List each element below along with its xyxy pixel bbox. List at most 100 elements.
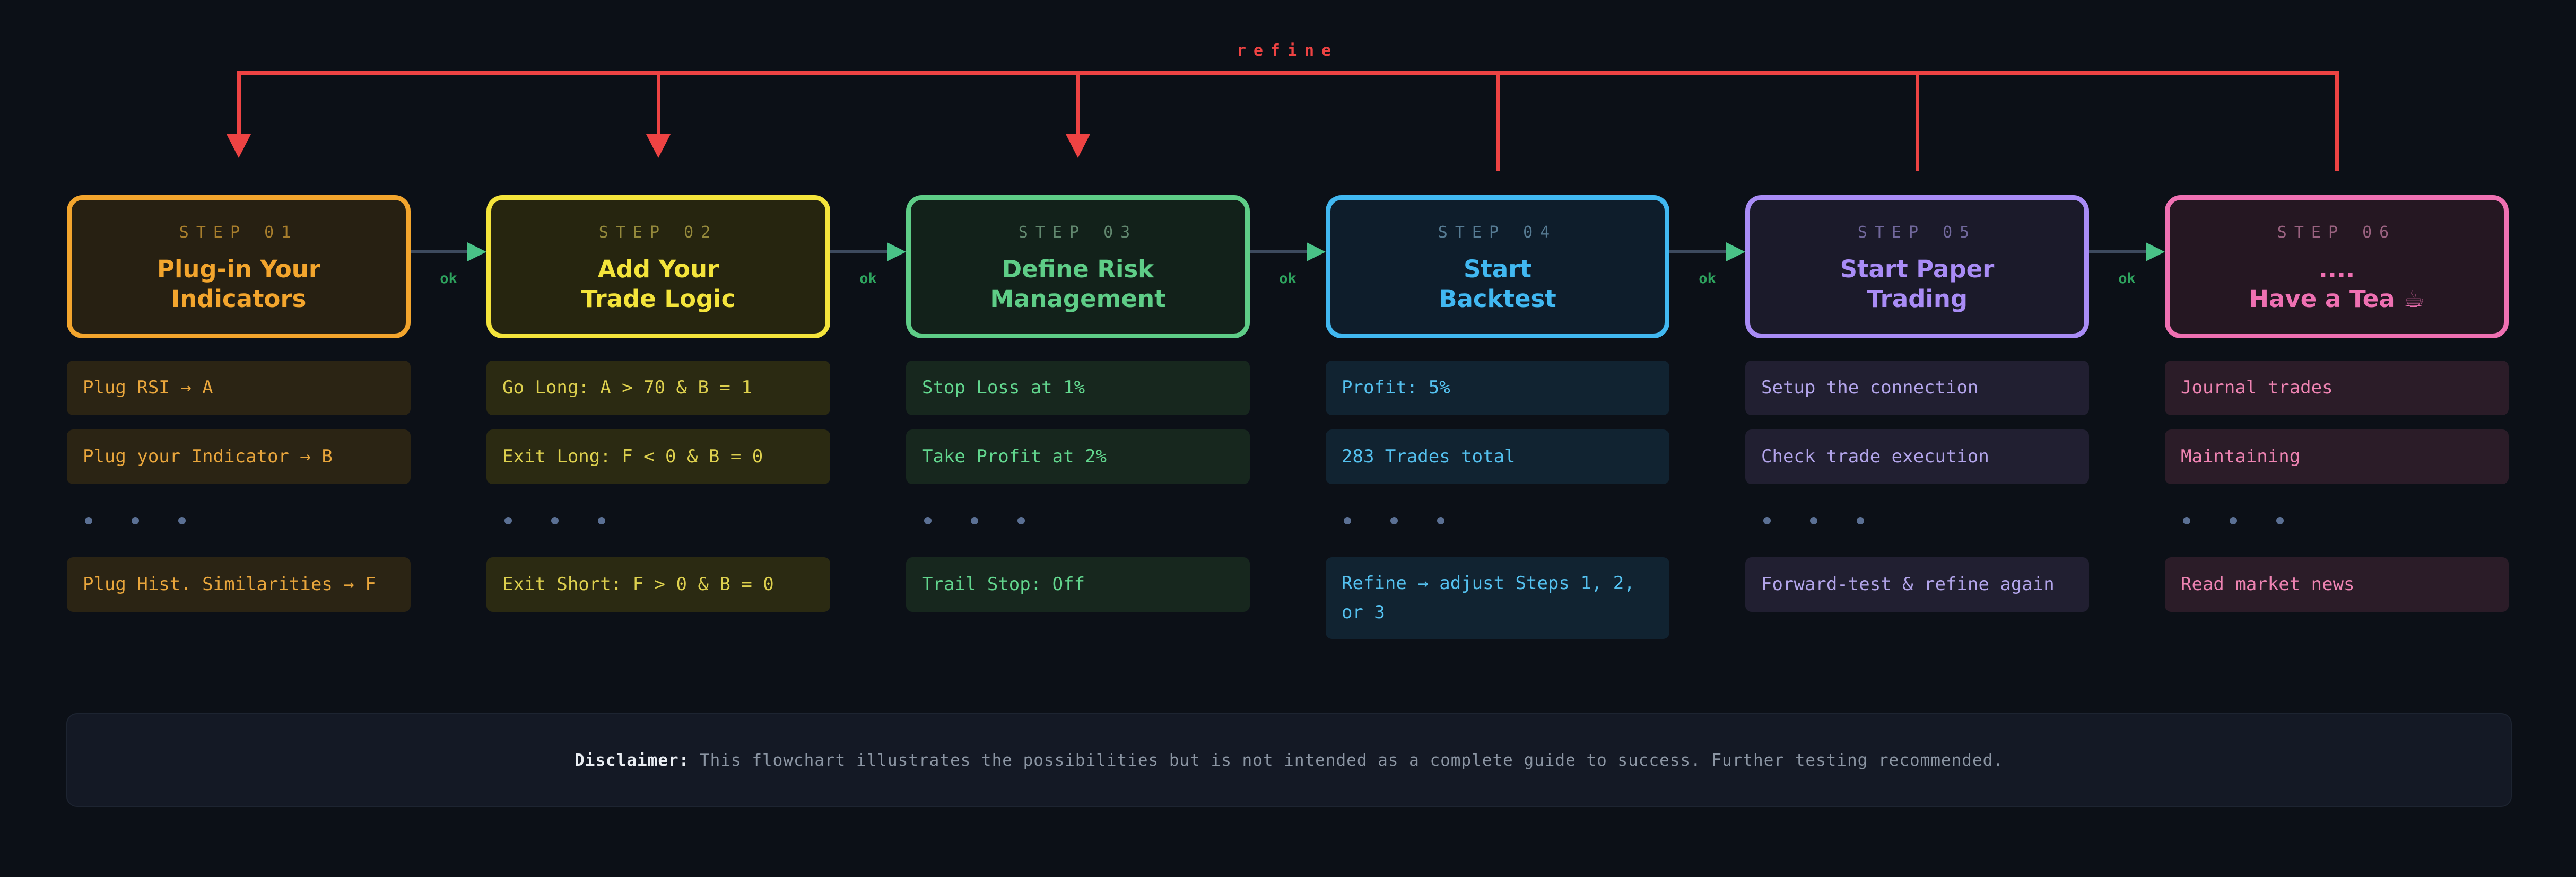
disclaimer-label: Disclaimer: <box>575 750 690 770</box>
connector-line <box>1669 250 1726 253</box>
arrow-down-icon <box>227 134 251 158</box>
step-title-line1: Start <box>1463 255 1531 283</box>
checklist-item: Take Profit at 2% <box>906 429 1250 484</box>
checklist-item: Profit: 5% <box>1326 361 1669 415</box>
dot-icon <box>1017 517 1025 524</box>
step-column-4: STEP 04 Start Backtest Profit: 5% 283 Tr… <box>1326 195 1669 639</box>
dot-icon <box>1763 517 1771 524</box>
checklist-item: Read market news <box>2165 557 2509 612</box>
step-title-line2: Backtest <box>1439 285 1556 313</box>
connector-line <box>411 250 467 253</box>
ok-label: ok <box>1699 270 1716 287</box>
step-title-line2: Trading <box>1866 285 1968 313</box>
ok-connector-3-4: ok <box>1250 195 1326 338</box>
step-title-line2: Trade Logic <box>581 285 736 313</box>
checklist-item: Exit Long: F < 0 & B = 0 <box>486 429 830 484</box>
step-label: STEP 04 <box>1438 223 1557 242</box>
checklist-item: Plug Hist. Similarities → F <box>67 557 411 612</box>
step-label: STEP 01 <box>179 223 299 242</box>
step-title-line1: .... <box>2318 255 2355 283</box>
ellipsis-dots <box>486 498 830 543</box>
dot-icon <box>2276 517 2284 524</box>
step-title-line1: Plug-in Your <box>156 255 321 283</box>
checklist-item: Maintaining <box>2165 429 2509 484</box>
checklist-item: Forward-test & refine again <box>1745 557 2089 612</box>
step-box: STEP 02 Add Your Trade Logic <box>486 195 830 338</box>
step-title: Add Your Trade Logic <box>581 255 736 314</box>
disclaimer-panel: Disclaimer: This flowchart illustrates t… <box>66 713 2512 807</box>
checklist-item: Exit Short: F > 0 & B = 0 <box>486 557 830 612</box>
dot-icon <box>1344 517 1351 524</box>
refine-drop-line-step-3 <box>1076 71 1080 134</box>
step-title-line1: Define Risk <box>1002 255 1154 283</box>
arrow-right-icon <box>887 242 906 261</box>
arrow-right-icon <box>467 242 486 261</box>
checklist-item: Journal trades <box>2165 361 2509 415</box>
step-title-line2: Indicators <box>171 285 307 313</box>
checklist-item: Go Long: A > 70 & B = 1 <box>486 361 830 415</box>
checklist-item: 283 Trades total <box>1326 429 1669 484</box>
step-label: STEP 03 <box>1018 223 1138 242</box>
dot-icon <box>132 517 139 524</box>
dot-icon <box>2230 517 2237 524</box>
ellipsis-dots <box>1326 498 1669 543</box>
checklist-item: Stop Loss at 1% <box>906 361 1250 415</box>
step-title: Start Paper Trading <box>1840 255 1995 314</box>
dot-icon <box>924 517 932 524</box>
checklist-item: Plug RSI → A <box>67 361 411 415</box>
checklist-item: Check trade execution <box>1745 429 2089 484</box>
disclaimer-text: Disclaimer: This flowchart illustrates t… <box>575 751 2004 770</box>
disclaimer-body: This flowchart illustrates the possibili… <box>700 750 2004 770</box>
step-column-6: STEP 06 .... Have a Tea ☕ Journal trades… <box>2165 195 2509 612</box>
dot-icon <box>1437 517 1444 524</box>
checklist-item: Refine → adjust Steps 1, 2, or 3 <box>1326 557 1669 639</box>
connector-line <box>2089 250 2146 253</box>
checklist-item: Trail Stop: Off <box>906 557 1250 612</box>
step-box: STEP 06 .... Have a Tea ☕ <box>2165 195 2509 338</box>
ok-label: ok <box>2118 270 2136 287</box>
step-column-3: STEP 03 Define Risk Management Stop Loss… <box>906 195 1250 612</box>
refine-rise-line-step-5 <box>1916 71 1919 171</box>
ellipsis-dots <box>906 498 1250 543</box>
refine-rise-line-step-6 <box>2335 71 2339 171</box>
ok-connector-4-5: ok <box>1669 195 1745 338</box>
ellipsis-dots <box>67 498 411 543</box>
arrow-down-icon <box>646 134 671 158</box>
step-box: STEP 03 Define Risk Management <box>906 195 1250 338</box>
ok-connector-5-6: ok <box>2089 195 2165 338</box>
step-box: STEP 04 Start Backtest <box>1326 195 1669 338</box>
refine-label: refine <box>1236 41 1339 60</box>
step-title: Plug-in Your Indicators <box>157 255 320 314</box>
refine-drop-line-step-1 <box>237 71 241 134</box>
dot-icon <box>1857 517 1864 524</box>
ellipsis-dots <box>1745 498 2089 543</box>
ok-connector-1-2: ok <box>411 195 486 338</box>
step-title-line1: Add Your <box>597 255 719 283</box>
refine-feedback-line <box>239 71 2338 75</box>
refine-rise-line-step-4 <box>1496 71 1500 171</box>
dot-icon <box>598 517 605 524</box>
step-label: STEP 02 <box>598 223 718 242</box>
step-box: STEP 01 Plug-in Your Indicators <box>67 195 411 338</box>
ok-label: ok <box>859 270 877 287</box>
step-column-1: STEP 01 Plug-in Your Indicators Plug RSI… <box>67 195 411 612</box>
dot-icon <box>85 517 92 524</box>
dot-icon <box>504 517 512 524</box>
dot-icon <box>2183 517 2190 524</box>
checklist-item: Plug your Indicator → B <box>67 429 411 484</box>
refine-drop-line-step-2 <box>657 71 660 134</box>
step-label: STEP 05 <box>1857 223 1977 242</box>
step-column-5: STEP 05 Start Paper Trading Setup the co… <box>1745 195 2089 612</box>
step-title-line2: Management <box>990 285 1166 313</box>
ok-label: ok <box>1279 270 1296 287</box>
arrow-right-icon <box>2146 242 2165 261</box>
step-title: Define Risk Management <box>990 255 1165 314</box>
arrow-down-icon <box>1066 134 1090 158</box>
step-box: STEP 05 Start Paper Trading <box>1745 195 2089 338</box>
step-title: Start Backtest <box>1439 255 1556 314</box>
ok-label: ok <box>440 270 457 287</box>
connector-line <box>1250 250 1307 253</box>
step-title: .... Have a Tea ☕ <box>2249 255 2424 314</box>
dot-icon <box>178 517 186 524</box>
